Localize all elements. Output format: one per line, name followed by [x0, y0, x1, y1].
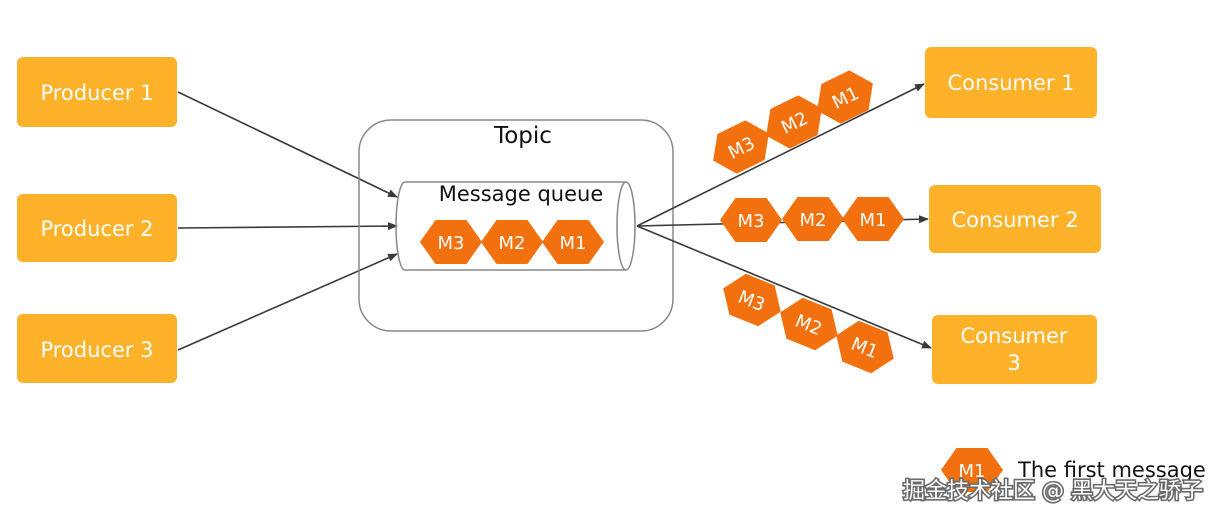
producer-1-node: Producer 1: [17, 57, 177, 127]
producer-3-label: Producer 3: [40, 338, 153, 362]
producer-1-arrow: [177, 91, 398, 198]
queue-message-label: M1: [560, 233, 587, 254]
consumer-1-label: Consumer 1: [947, 71, 1074, 95]
stream-message-label: M2: [800, 210, 827, 231]
queue-message-label: M3: [438, 233, 465, 254]
producer-2-label: Producer 2: [40, 217, 153, 241]
consumer-3-node: Consumer 3: [932, 315, 1097, 384]
queue-body-lines: [405, 181, 626, 271]
producer-1-label: Producer 1: [40, 81, 153, 105]
producer-1-box: [17, 57, 177, 127]
stream-2-message-m3: M3: [720, 198, 782, 242]
watermark-text: 掘金技术社区 @ 黑大天之骄子: [903, 479, 1203, 504]
stream-1-message-m3: M3: [703, 113, 779, 181]
queue-message-m1: M1: [542, 220, 604, 264]
producer-2-node: Producer 2: [17, 194, 177, 262]
queue-front-end: [616, 181, 636, 271]
queue-message-label: M2: [499, 233, 526, 254]
stream-message-label: M3: [738, 211, 765, 232]
queue-label: Message queue: [439, 182, 604, 206]
consumer-2-label: Consumer 2: [951, 208, 1078, 232]
producer-2-arrow: [177, 222, 398, 231]
consumer-3-box: [932, 315, 1097, 384]
stream-1-message-m2: M2: [756, 88, 832, 156]
consumer-3-arrow: [636, 225, 932, 349]
consumer-3-label-line-1: Consumer: [960, 324, 1067, 348]
consumer-2-node: Consumer 2: [929, 185, 1101, 253]
consumer-1-box: [925, 47, 1097, 118]
stream-3-message-m3: M3: [715, 267, 789, 333]
stream-3-message-m1: M1: [828, 314, 902, 380]
producer-3-box: [17, 314, 177, 383]
queue-back-end: [395, 181, 406, 271]
queue-message-m2: M2: [481, 220, 543, 264]
topic-label: Topic: [493, 123, 552, 149]
stream-1-message-m1: M1: [807, 63, 883, 131]
producer-3-arrow: [177, 253, 398, 351]
consumer-1-node: Consumer 1: [925, 47, 1097, 118]
consumer-2-box: [929, 185, 1101, 253]
stream-3-message-m2: M2: [772, 291, 846, 357]
stream-message-label: M1: [860, 210, 887, 231]
stream-2-message-m2: M2: [782, 197, 844, 241]
legend-text: The first message: [1017, 458, 1206, 482]
consumer-3-label-line-2: 3: [1007, 351, 1020, 375]
legend-symbol-label: M1: [959, 461, 986, 482]
producer-2-box: [17, 194, 177, 262]
consumer-1-arrow: [636, 83, 925, 227]
stream-2-message-m1: M1: [842, 197, 904, 241]
producer-3-node: Producer 3: [17, 314, 177, 383]
queue-message-m3: M3: [420, 220, 482, 264]
legend-symbol: M1: [941, 448, 1003, 492]
